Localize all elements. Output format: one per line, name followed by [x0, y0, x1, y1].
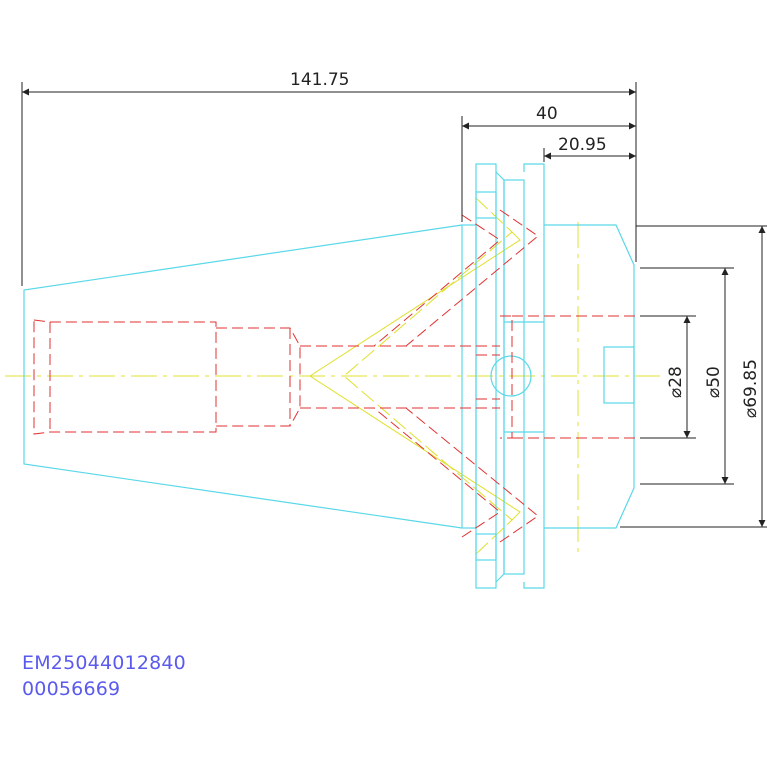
serial-number: 00056669 — [22, 678, 121, 700]
dimension-lines — [21, 82, 767, 528]
hidden-lines — [33, 209, 636, 543]
holder-outline — [23, 163, 635, 589]
bore-diameter-label: ⌀28 — [666, 366, 686, 398]
flange-length-label: 40 — [536, 104, 558, 124]
flange-diameter-label: ⌀69.85 — [741, 359, 761, 418]
overall-length-label: 141.75 — [290, 70, 349, 90]
part-number: EM25044012840 — [22, 652, 186, 674]
body-diameter-label: ⌀50 — [704, 366, 724, 398]
nose-length-label: 20.95 — [558, 135, 607, 155]
centerlines — [5, 197, 660, 555]
